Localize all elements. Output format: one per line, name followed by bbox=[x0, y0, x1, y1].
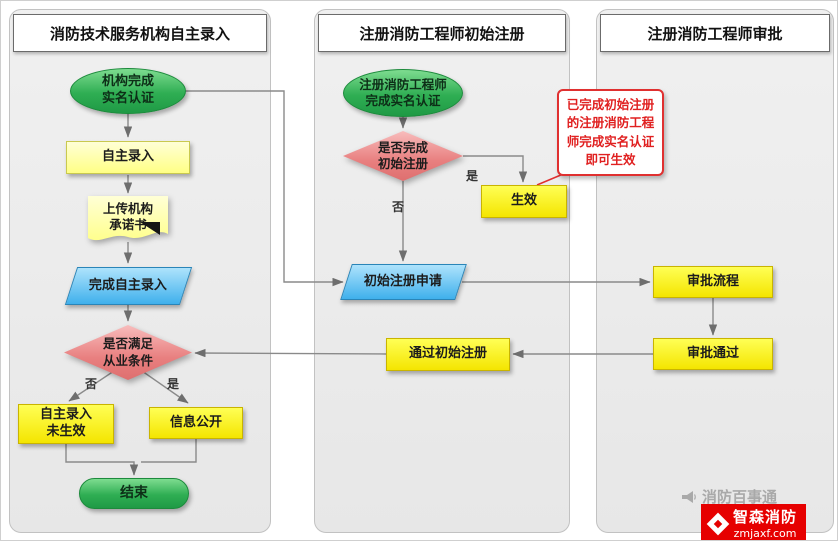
label-no-org: 否 bbox=[85, 377, 98, 391]
node-employment-condition: 是否满足 从业条件 bbox=[64, 325, 192, 380]
lane-title-org: 消防技术服务机构自主录入 bbox=[13, 14, 267, 52]
watermark-media-label: 消防百事通 bbox=[702, 488, 778, 506]
callout-note: 已完成初始注册 的注册消防工程 师完成实名认证 即可生效 bbox=[557, 89, 664, 176]
brand-name: 智森消防 bbox=[733, 508, 798, 526]
label-yes-engineer: 是 bbox=[466, 169, 479, 183]
decision-shape: 是否完成 初始注册 bbox=[343, 131, 463, 181]
brand-logo-icon bbox=[706, 512, 730, 536]
node-initial-reg-check: 是否完成 初始注册 bbox=[343, 131, 463, 181]
node-info-disclosure: 信息公开 bbox=[149, 407, 243, 439]
node-end: 结束 bbox=[79, 478, 189, 509]
lane-title-approval: 注册消防工程师审批 bbox=[600, 14, 830, 52]
node-initial-apply: 初始注册申请 bbox=[340, 264, 467, 300]
lane-title-engineer: 注册消防工程师初始注册 bbox=[318, 14, 566, 52]
document-shape: 上传机构 承诺书 bbox=[88, 196, 168, 245]
page-fold-icon bbox=[140, 222, 160, 235]
node-entry-not-effective: 自主录入 未生效 bbox=[18, 404, 114, 444]
brand-site: zmjaxf.com bbox=[733, 526, 797, 540]
node-org-start: 机构完成 实名认证 bbox=[70, 68, 186, 114]
node-complete-entry-label: 完成自主录入 bbox=[89, 277, 168, 293]
watermark-media: 消防百事通 bbox=[681, 486, 777, 507]
node-engineer-start: 注册消防工程师 完成实名认证 bbox=[343, 69, 463, 117]
brand-text: 智森消防 zmjaxf.com bbox=[733, 508, 798, 540]
node-approval-flow: 审批流程 bbox=[653, 266, 773, 298]
speaker-icon bbox=[682, 490, 696, 503]
label-yes-org: 是 bbox=[167, 377, 180, 391]
node-self-entry: 自主录入 bbox=[66, 141, 190, 174]
decision-shape: 是否满足 从业条件 bbox=[64, 325, 192, 380]
node-effective: 生效 bbox=[481, 185, 567, 218]
node-initial-apply-label: 初始注册申请 bbox=[364, 273, 443, 289]
node-approval-passed: 审批通过 bbox=[653, 338, 773, 370]
node-complete-entry: 完成自主录入 bbox=[64, 267, 193, 305]
brand-badge: 智森消防 zmjaxf.com bbox=[701, 504, 807, 540]
label-no-engineer: 否 bbox=[392, 200, 405, 214]
node-upload-doc: 上传机构 承诺书 bbox=[88, 196, 168, 245]
node-pass-initial: 通过初始注册 bbox=[386, 338, 510, 371]
